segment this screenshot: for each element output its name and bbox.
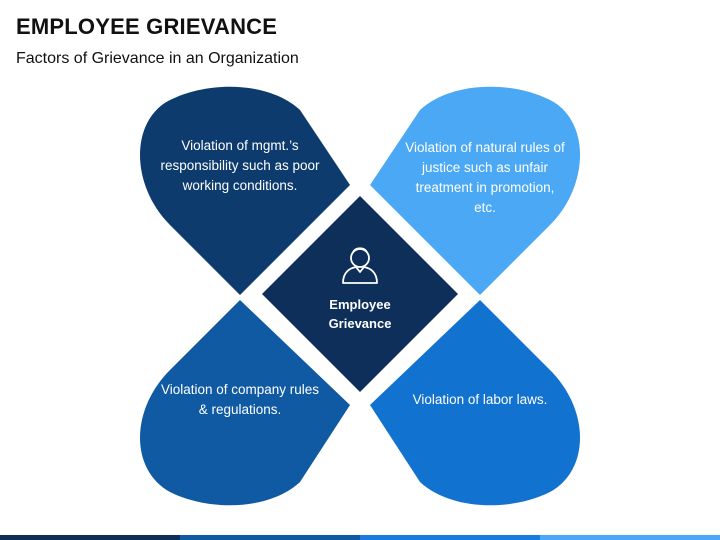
center-label-line1: Employee bbox=[329, 297, 391, 312]
petal-text-bottom-right: Violation of labor laws. bbox=[412, 392, 548, 407]
bottom-bar-segment-3 bbox=[360, 535, 540, 540]
bottom-bar-segment-1 bbox=[0, 535, 180, 540]
page-subtitle: Factors of Grievance in an Organization bbox=[16, 50, 299, 67]
center-label: Employee Grievance bbox=[300, 295, 420, 333]
petal-bottom-left bbox=[140, 300, 350, 506]
petal-bottom-right bbox=[370, 300, 580, 506]
bottom-bar-segment-4 bbox=[540, 535, 720, 540]
petal-text-top-right: Violation of natural rules of justice su… bbox=[405, 140, 565, 215]
petal-text-top-left: Violation of mgmt.’s responsibility such… bbox=[160, 138, 320, 193]
bottom-bar-segment-2 bbox=[180, 535, 360, 540]
petal-top-left bbox=[140, 86, 350, 295]
center-diamond bbox=[262, 196, 458, 392]
page-title: EMPLOYEE GRIEVANCE bbox=[16, 14, 278, 39]
person-icon bbox=[342, 247, 378, 284]
center-label-line2: Grievance bbox=[328, 316, 392, 331]
petal-top-right bbox=[370, 86, 580, 295]
petal-text-bottom-left: Violation of company rules & regulations… bbox=[160, 382, 320, 417]
bottom-color-bar bbox=[0, 535, 720, 540]
